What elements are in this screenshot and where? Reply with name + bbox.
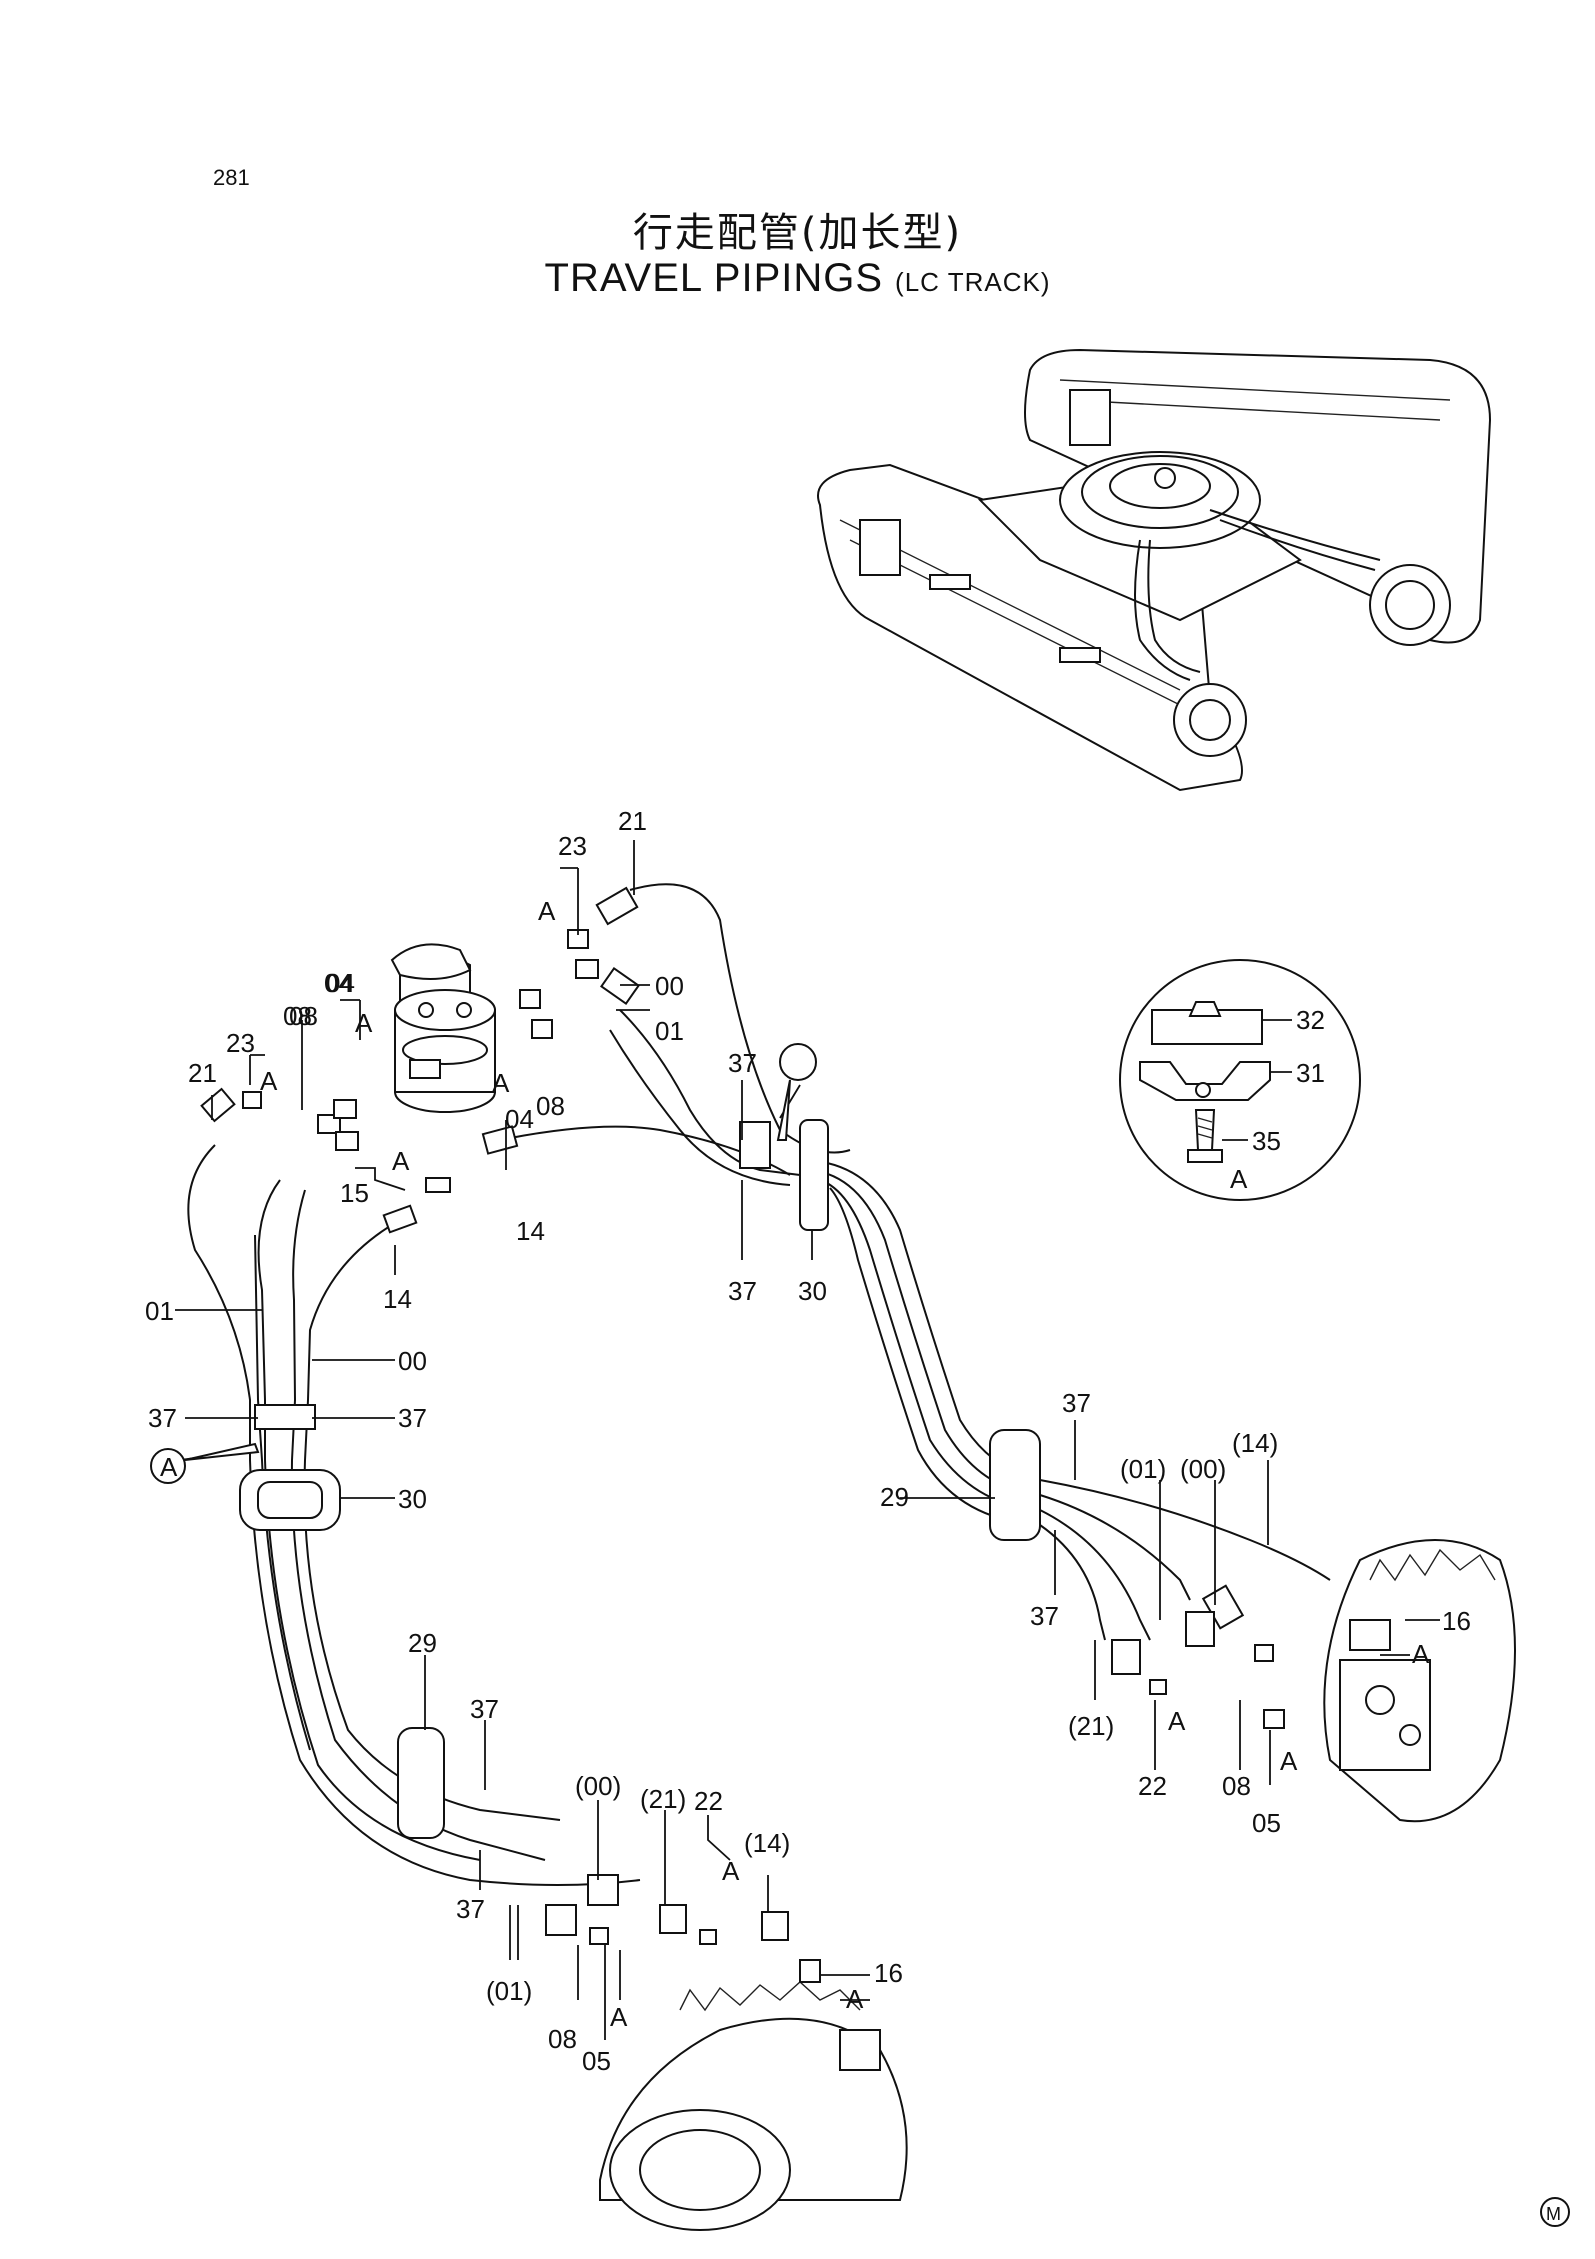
callout-top-a3: A [392,1146,410,1176]
callout-right-37b: 37 [1030,1601,1059,1631]
callout-bl-01: (01) [486,1976,532,2006]
callout-bl-08: 08 [548,2024,577,2054]
callout-top-15: 15 [340,1178,369,1208]
callout-right-a: A [1412,1639,1430,1669]
callout-bl-00: (00) [575,1771,621,1801]
callout-left-a: A [260,1066,278,1096]
callout-top-08: 08 [289,1001,318,1031]
callout-right-a2: A [1168,1706,1186,1736]
callout-bl-16: 16 [874,1958,903,1988]
right-travel-motor-illustration [1323,1539,1516,1823]
callout-top-a2: A [492,1068,510,1098]
callout-bl-22: 22 [694,1786,723,1816]
callout-labels-bottom-left: (00) (21) 22 (14) A 16 A (01) 08 05 A [486,1771,903,2076]
callout-right-01: (01) [1120,1454,1166,1484]
callout-top-04b: 04 [505,1104,534,1134]
callout-bl-a3: A [610,2002,628,2032]
callout-top-23: 23 [558,831,587,861]
callout-right-29: 29 [880,1482,909,1512]
callout-left-37d: 37 [456,1894,485,1924]
title-english-sub: (LC TRACK) [895,267,1051,297]
callout-top-37b: 37 [728,1276,757,1306]
page-number: 281 [213,165,250,190]
callout-bl-a2: A [846,1984,864,2014]
detail-callout-32: 32 [1296,1005,1325,1035]
corner-mark: M [1540,2197,1570,2227]
callout-top-14b: 14 [383,1284,412,1314]
callout-labels-right: 37 (14) (01) (00) 29 37 16 A A (21) 22 0… [880,1388,1471,1838]
callout-left-08: 08 [283,1001,312,1031]
detail-label-a: A [1230,1164,1248,1194]
callout-top-01: 01 [655,1016,684,1046]
left-travel-motor-illustration [599,1981,908,2231]
callout-right-a3: A [1280,1746,1298,1776]
callout-left-04: 04 [326,968,355,998]
callout-top-14: 14 [516,1216,545,1246]
callout-top-08b: 08 [536,1091,565,1121]
callout-bl-14: (14) [744,1828,790,1858]
callout-bl-a: A [722,1856,740,1886]
callout-left-37b: 37 [398,1403,427,1433]
callout-left-37c: 37 [470,1694,499,1724]
callout-top-00: 00 [655,971,684,1001]
callout-right-05: 05 [1252,1808,1281,1838]
callout-left-01: 01 [145,1296,174,1326]
page-title-chinese: 行走配管(加长型) [632,210,963,256]
grommet-clamps [239,1119,1041,1839]
undercarriage-overview-illustration [817,348,1492,792]
callout-left-30: 30 [398,1484,427,1514]
detail-callout-31: 31 [1296,1058,1325,1088]
page-title-english: TRAVEL PIPINGS (LC TRACK) [0,256,1595,301]
detail-callout-35: 35 [1252,1126,1281,1156]
callout-right-14: (14) [1232,1428,1278,1458]
corner-mark-letter: M [1546,2204,1561,2224]
callout-left-00: 00 [398,1346,427,1376]
callout-top-21: 21 [618,806,647,836]
detail-a-circle [1119,959,1361,1201]
hose-fittings [200,886,1285,1983]
callout-left-a-circle: A [160,1452,178,1482]
title-english-main: TRAVEL PIPINGS [544,256,884,300]
callout-right-08: 08 [1222,1771,1251,1801]
callout-right-21: (21) [1068,1711,1114,1741]
callout-top-37a: 37 [728,1048,757,1078]
center-joint-illustration [390,943,496,1113]
callout-right-37: 37 [1062,1388,1091,1418]
callout-right-16: 16 [1442,1606,1471,1636]
callout-bl-05: 05 [582,2046,611,2076]
section-a-markers [150,1043,817,1484]
callout-bl-21: (21) [640,1784,686,1814]
callout-left-23: 23 [226,1028,255,1058]
callout-top-30: 30 [798,1276,827,1306]
callout-top-04: 04 [324,968,353,998]
callout-top-a1: A [538,896,556,926]
callout-labels-top: 21 23 A 00 01 04 08 A 04 08 A 37 37 30 1… [289,806,827,1314]
callout-left-a2: A [355,1008,373,1038]
callout-labels-left: 21 23 A 08 04 A 01 00 37 37 A 30 29 37 3… [145,968,499,1924]
callout-left-37a: 37 [148,1403,177,1433]
hose-bundle [187,883,1331,1886]
callout-left-21: 21 [188,1058,217,1088]
callout-right-22: 22 [1138,1771,1167,1801]
callout-left-29: 29 [408,1628,437,1658]
leader-lines [175,840,1440,2040]
callout-right-00: (00) [1180,1454,1226,1484]
